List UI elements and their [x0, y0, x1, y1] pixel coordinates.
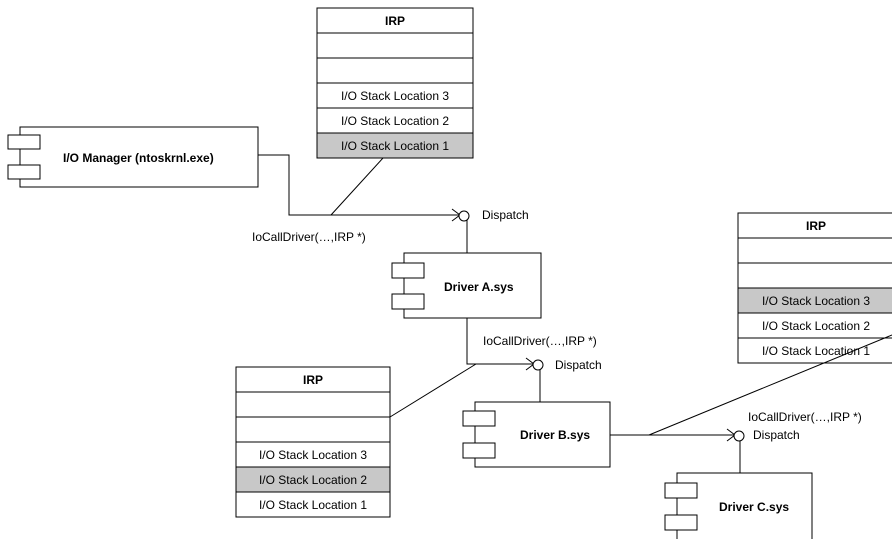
- irp-table-3-row-4-label: I/O Stack Location 2: [259, 473, 367, 487]
- irp-table-3-row-5-label: I/O Stack Location 1: [259, 498, 367, 512]
- driver-c-body: [676, 472, 813, 539]
- irp-table-2-row-5-label: I/O Stack Location 1: [762, 344, 870, 358]
- irp-table-2-row-3-label: I/O Stack Location 3: [762, 294, 870, 308]
- driver-b-body: [474, 401, 611, 468]
- io-manager-label: I/O Manager (ntoskrnl.exe): [63, 151, 214, 165]
- dispatch-interface-c-icon: [733, 430, 745, 442]
- irp-table-2-title: IRP: [806, 219, 826, 233]
- irp-table-3-row-1: [235, 391, 391, 418]
- driver-c-component-icon-port-top: [664, 482, 698, 499]
- driver-b-label: Driver B.sys: [520, 428, 590, 442]
- connector-manager-to-driver-a: Dispatch IoCallDriver(…,IRP *): [252, 154, 529, 253]
- irp-table-1-row-5-label: I/O Stack Location 1: [341, 139, 449, 153]
- io-manager-body: [19, 126, 259, 188]
- irp-table-1-header-cell: [316, 7, 474, 34]
- driver-a-component: Driver A.sys: [391, 252, 542, 319]
- driver-c-label: Driver C.sys: [719, 500, 789, 514]
- driver-a-body: [403, 252, 542, 319]
- irp-table-2-row-4-label: I/O Stack Location 2: [762, 319, 870, 333]
- irp-table-2-row-2: [737, 262, 892, 289]
- io-manager-component-icon-port-bottom: [7, 164, 41, 180]
- driver-b-component-icon-port-top: [462, 410, 496, 427]
- irp-table-3-row-3-label: I/O Stack Location 3: [259, 448, 367, 462]
- irp-table-3-row-4-current: [235, 466, 391, 493]
- irp-table-1: IRP I/O Stack Location 3 I/O Stack Locat…: [316, 7, 474, 159]
- irp-table-1-row-5-current: [316, 132, 474, 159]
- irp-table-2-row-4: [737, 312, 892, 339]
- call-line-manager-to-a: [258, 154, 459, 216]
- driver-a-label: Driver A.sys: [444, 280, 514, 294]
- call-line-a-to-b: [466, 318, 533, 365]
- driver-b-component-icon-port-bottom: [462, 442, 496, 459]
- irp-3-link: [389, 363, 477, 418]
- irp-table-3-row-5: [235, 491, 391, 518]
- irp-table-1-row-3: [316, 82, 474, 109]
- driver-a-component-icon-port-top: [391, 262, 425, 279]
- call-label-a-to-b: IoCallDriver(…,IRP *): [483, 334, 597, 348]
- irp-2-link: [648, 334, 892, 436]
- driver-b-component: Driver B.sys: [462, 401, 611, 468]
- dispatch-label-c: Dispatch: [753, 428, 800, 442]
- connector-driver-a-to-driver-b: IoCallDriver(…,IRP *) Dispatch: [389, 318, 602, 418]
- irp-table-1-row-2: [316, 57, 474, 84]
- irp-table-2-row-1: [737, 237, 892, 264]
- irp-table-3: IRP I/O Stack Location 3 I/O Stack Locat…: [235, 366, 391, 518]
- io-manager-component-icon-port-top: [7, 134, 41, 150]
- irp-table-1-row-4-label: I/O Stack Location 2: [341, 114, 449, 128]
- irp-table-2-row-5: [737, 337, 892, 364]
- driver-c-component: Driver C.sys: [664, 472, 813, 539]
- dispatch-interface-b-icon: [532, 359, 544, 371]
- irp-table-1-title: IRP: [385, 14, 405, 28]
- irp-table-1-row-1: [316, 32, 474, 59]
- driver-a-component-icon-port-bottom: [391, 293, 425, 310]
- call-label-manager-to-a: IoCallDriver(…,IRP *): [252, 230, 366, 244]
- irp-table-2-row-3-current: [737, 287, 892, 314]
- irp-table-3-row-2: [235, 416, 391, 443]
- irp-table-3-header-cell: [235, 366, 391, 393]
- irp-1-link: [330, 157, 384, 216]
- irp-table-3-row-3: [235, 441, 391, 468]
- dispatch-label-b: Dispatch: [555, 358, 602, 372]
- driver-c-component-icon-port-bottom: [664, 514, 698, 531]
- irp-table-1-row-3-label: I/O Stack Location 3: [341, 89, 449, 103]
- io-manager-component: I/O Manager (ntoskrnl.exe): [7, 126, 259, 188]
- connector-driver-b-to-driver-c: IoCallDriver(…,IRP *) Dispatch: [610, 334, 892, 473]
- dispatch-interface-a-icon: [458, 210, 470, 222]
- irp-table-2: IRP I/O Stack Location 3 I/O Stack Locat…: [737, 212, 892, 364]
- dispatch-label-a: Dispatch: [482, 208, 529, 222]
- call-label-b-to-c: IoCallDriver(…,IRP *): [748, 410, 862, 424]
- irp-table-3-title: IRP: [303, 373, 323, 387]
